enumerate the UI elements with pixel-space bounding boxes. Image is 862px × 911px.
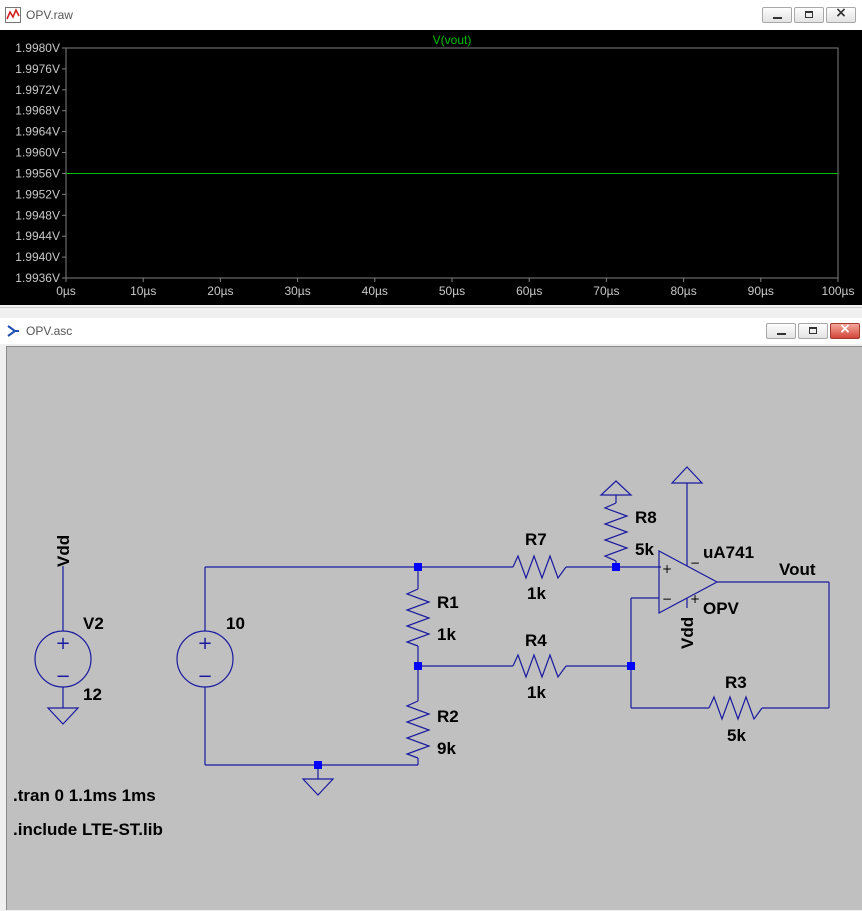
maximize-icon xyxy=(805,11,813,18)
schematic-drawing[interactable]: + − + − + − − + Vdd V2 12 xyxy=(1,319,862,911)
junction-dot[interactable] xyxy=(612,563,620,571)
schematic-canvas[interactable]: + − + − + − − + Vdd V2 12 xyxy=(6,346,862,910)
plot-area[interactable]: 1.9980V 1.9976V 1.9972V 1.9968V 1.9964V 1.996… xyxy=(0,30,862,305)
maximize-button[interactable] xyxy=(798,323,828,339)
plus-sign: + xyxy=(55,633,70,654)
v2-value[interactable]: 12 xyxy=(83,685,102,704)
r1-name[interactable]: R1 xyxy=(437,593,459,612)
opamp-model[interactable]: uA741 xyxy=(703,543,754,562)
opamp-supply-plus: + xyxy=(690,592,700,606)
v2-name[interactable]: V2 xyxy=(83,614,104,633)
r1-value[interactable]: 1k xyxy=(437,625,456,644)
r8-name[interactable]: R8 xyxy=(635,508,657,527)
schematic-titlebar[interactable]: OPV.asc × xyxy=(0,318,862,344)
junction-dot[interactable] xyxy=(627,662,635,670)
x-tick-label: 10µs xyxy=(130,284,156,298)
plot-frame xyxy=(65,47,839,279)
x-tick-label: 50µs xyxy=(439,284,465,298)
minimize-icon xyxy=(777,333,786,335)
plot-window-title: OPV.raw xyxy=(26,8,73,22)
x-tick-label: 0µs xyxy=(56,284,76,298)
r3-name[interactable]: R3 xyxy=(725,673,747,692)
close-button[interactable]: × xyxy=(830,321,860,339)
schematic-app-icon xyxy=(7,325,19,337)
minimize-button[interactable] xyxy=(766,323,796,339)
y-tick-label: 1.9968V xyxy=(15,104,60,118)
junction-dot[interactable] xyxy=(414,662,422,670)
junction-dot[interactable] xyxy=(314,761,322,769)
x-tick-label: 70µs xyxy=(593,284,619,298)
r4-name[interactable]: R4 xyxy=(525,631,547,650)
x-tick-label: 90µs xyxy=(748,284,774,298)
r7-name[interactable]: R7 xyxy=(525,530,547,549)
v1-value[interactable]: 10 xyxy=(226,614,245,633)
minus-sign: − xyxy=(197,666,212,687)
net-label-vdd[interactable]: Vdd xyxy=(54,535,73,567)
resistor-r2[interactable] xyxy=(405,700,431,759)
resistor-r8[interactable] xyxy=(603,502,629,562)
r2-value[interactable]: 9k xyxy=(437,739,456,758)
opamp-supply-minus: − xyxy=(690,556,700,570)
ground-symbol[interactable] xyxy=(46,707,80,725)
opamp-symbol[interactable] xyxy=(658,549,719,615)
y-tick-label: 1.9980V xyxy=(15,41,60,55)
y-tick-label: 1.9964V xyxy=(15,125,60,139)
resistor-r3[interactable] xyxy=(708,695,763,721)
opamp-vdd-label[interactable]: Vdd xyxy=(678,617,697,649)
x-tick-label: 80µs xyxy=(670,284,696,298)
close-icon: × xyxy=(839,321,851,337)
y-tick-label: 1.9952V xyxy=(15,187,60,201)
r3-value[interactable]: 5k xyxy=(727,726,746,745)
opamp-name[interactable]: OPV xyxy=(703,599,740,618)
ground-symbol[interactable] xyxy=(301,778,335,796)
spice-directive-include[interactable]: .include LTE-ST.lib xyxy=(13,820,163,839)
plus-sign: + xyxy=(197,633,212,654)
y-tick-label: 1.9956V xyxy=(15,166,60,180)
r7-value[interactable]: 1k xyxy=(527,584,546,603)
x-tick-label: 100µs xyxy=(822,284,855,298)
minus-sign: − xyxy=(55,666,70,687)
maximize-icon xyxy=(809,327,817,334)
x-tick-label: 60µs xyxy=(516,284,542,298)
close-icon: × xyxy=(835,5,847,21)
y-tick-label: 1.9936V xyxy=(15,271,60,285)
net-label-vout[interactable]: Vout xyxy=(779,560,816,579)
opamp-minus-input: − xyxy=(662,592,672,606)
minimize-button[interactable] xyxy=(762,7,792,23)
r4-value[interactable]: 1k xyxy=(527,683,546,702)
resistor-r4[interactable] xyxy=(512,653,567,679)
resistor-r1[interactable] xyxy=(405,588,431,647)
opamp-plus-input: + xyxy=(662,562,672,576)
junction-dot[interactable] xyxy=(414,563,422,571)
r8-value[interactable]: 5k xyxy=(635,540,654,559)
close-button[interactable]: × xyxy=(826,5,856,23)
x-tick-label: 20µs xyxy=(207,284,233,298)
waveform-plot[interactable]: 1.9980V 1.9976V 1.9972V 1.9968V 1.9964V 1.996… xyxy=(0,30,862,305)
resistor-r7[interactable] xyxy=(512,554,567,580)
r2-name[interactable]: R2 xyxy=(437,707,459,726)
y-tick-label: 1.9940V xyxy=(15,250,60,264)
trace-label[interactable]: V(vout) xyxy=(433,33,472,47)
y-tick-label: 1.9976V xyxy=(15,62,60,76)
supply-arrow-opamp[interactable] xyxy=(670,466,704,484)
y-tick-label: 1.9944V xyxy=(15,229,60,243)
spice-directive-tran[interactable]: .tran 0 1.1ms 1ms xyxy=(13,786,156,805)
plot-titlebar[interactable]: OPV.raw × xyxy=(0,0,862,31)
schematic-window-title: OPV.asc xyxy=(26,324,73,338)
minimize-icon xyxy=(773,17,782,19)
y-tick-label: 1.9948V xyxy=(15,208,60,222)
x-tick-label: 30µs xyxy=(284,284,310,298)
y-tick-label: 1.9972V xyxy=(15,83,60,97)
schematic-window: OPV.asc × xyxy=(0,318,862,910)
x-tick-label: 40µs xyxy=(362,284,388,298)
maximize-button[interactable] xyxy=(794,7,824,23)
supply-arrow-r8[interactable] xyxy=(599,480,633,496)
y-tick-label: 1.9960V xyxy=(15,146,60,160)
waveform-app-icon xyxy=(5,7,21,23)
